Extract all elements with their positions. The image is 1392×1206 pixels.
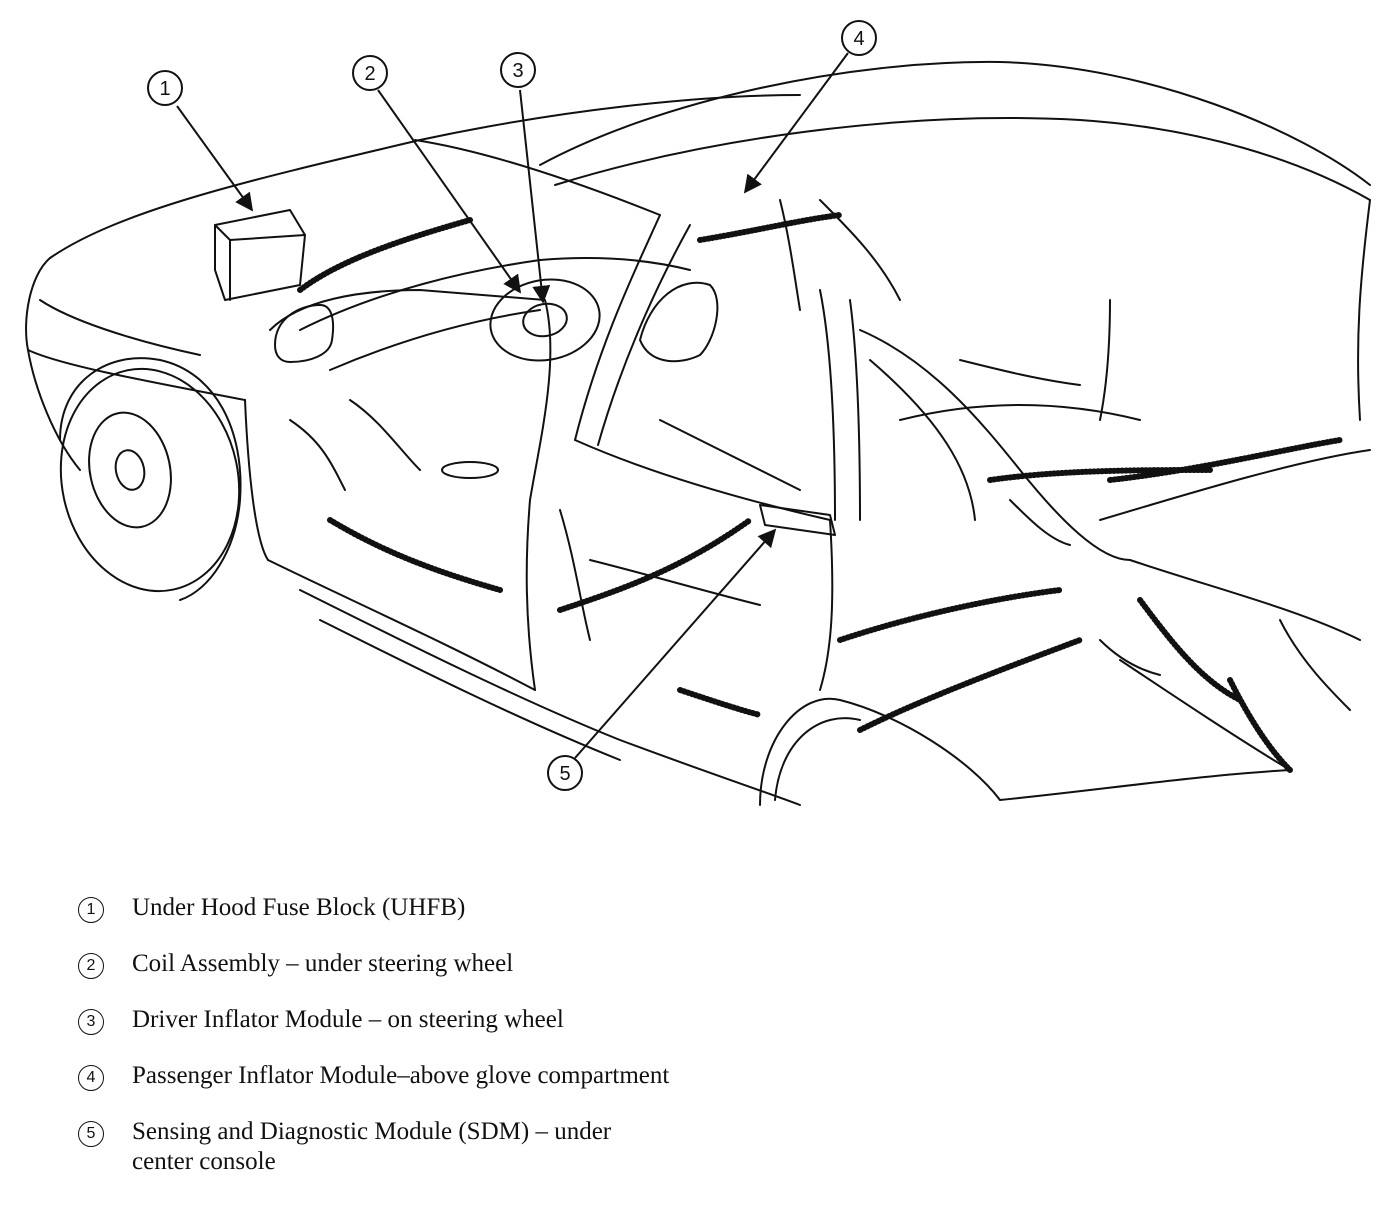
airbag-system-diagram: 1 2 3 4 5 — [25, 20, 1371, 806]
callout-5: 5 — [547, 528, 777, 791]
callout-5-number: 5 — [559, 763, 570, 785]
legend-label-4: Passenger Inflator Module–above glove co… — [132, 1062, 670, 1089]
callout-2-number: 2 — [364, 63, 375, 85]
legend-item-3: 3 Driver Inflator Module – on steering w… — [78, 1005, 898, 1061]
legend-label-1: Under Hood Fuse Block (UHFB) — [132, 894, 466, 921]
legend-label-3: Driver Inflator Module – on steering whe… — [132, 1006, 564, 1033]
legend-marker-3: 3 — [78, 1009, 104, 1035]
legend-label-5: Sensing and Diagnostic Module (SDM) – un… — [132, 1118, 612, 1175]
legend-marker-5: 5 — [78, 1121, 104, 1147]
callout-3: 3 — [500, 52, 551, 304]
legend-marker-1: 1 — [78, 897, 104, 923]
callout-1-number: 1 — [159, 78, 170, 100]
legend-marker-2: 2 — [78, 953, 104, 979]
callout-1: 1 — [147, 70, 254, 212]
legend-item-4: 4 Passenger Inflator Module–above glove … — [78, 1061, 898, 1117]
legend: 1 Under Hood Fuse Block (UHFB) 2 Coil As… — [78, 893, 898, 1187]
legend-item-1: 1 Under Hood Fuse Block (UHFB) — [78, 893, 898, 949]
callout-4: 4 — [743, 20, 877, 194]
wiring-harness — [289, 199, 1343, 773]
legend-item-2: 2 Coil Assembly – under steering wheel — [78, 949, 898, 1005]
legend-label-2: Coil Assembly – under steering wheel — [132, 950, 514, 977]
legend-item-5: 5 Sensing and Diagnostic Module (SDM) – … — [78, 1117, 898, 1187]
callout-3-number: 3 — [512, 60, 523, 82]
callout-4-number: 4 — [853, 28, 864, 50]
callout-2: 2 — [352, 55, 522, 294]
car-body-outline — [25, 60, 1371, 806]
legend-marker-4: 4 — [78, 1065, 104, 1091]
